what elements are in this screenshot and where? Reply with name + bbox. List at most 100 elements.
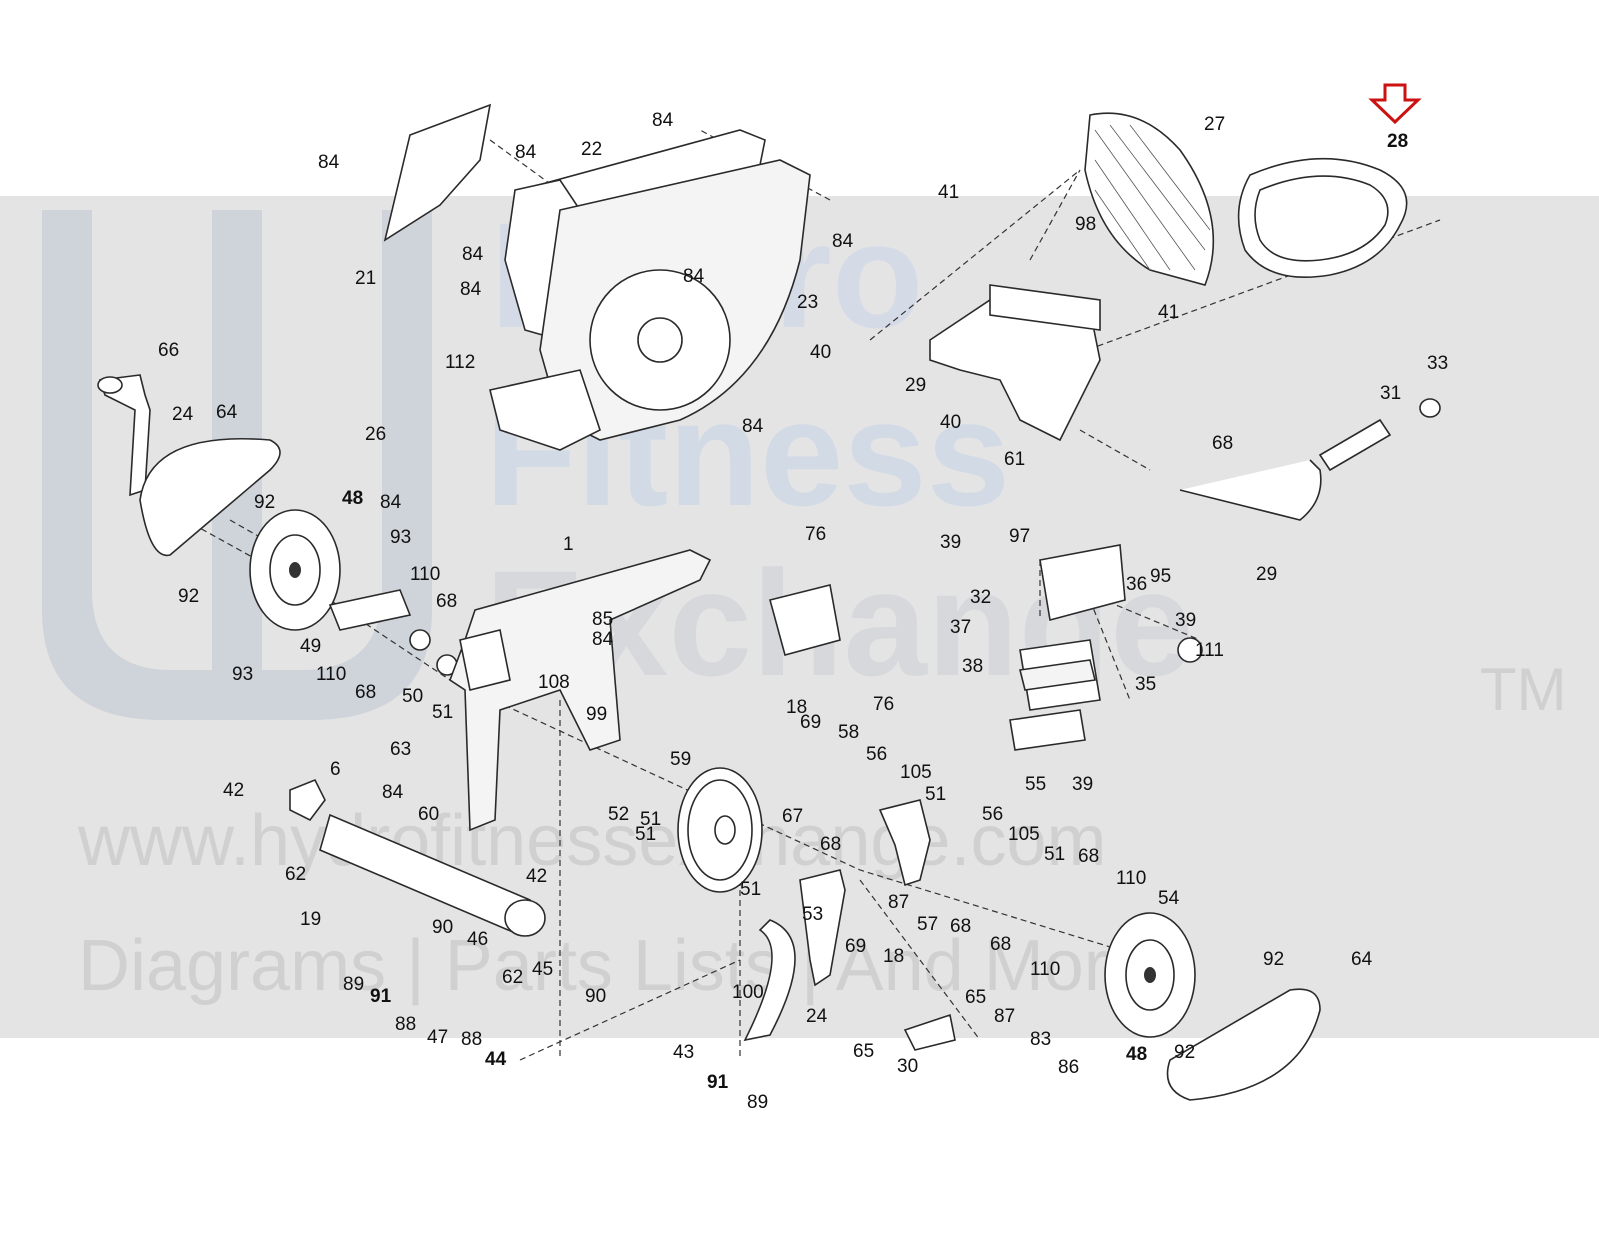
callout-64: 64 [216,402,238,423]
callout-91: 91 [707,1072,729,1093]
belt-64-left [139,437,281,557]
callout-21: 21 [355,268,376,289]
callout-59: 59 [670,749,691,770]
callout-92: 92 [178,586,199,607]
callout-87: 87 [888,892,909,913]
callout-48: 48 [342,488,363,509]
callout-49: 49 [300,636,321,657]
base-tube-6 [289,778,546,937]
callout-110: 110 [410,564,440,585]
callout-51: 51 [640,809,661,830]
callout-55: 55 [1025,774,1046,795]
callout-90: 90 [432,917,453,938]
callout-40: 40 [810,342,831,363]
callout-100: 100 [732,982,764,1003]
callout-29: 29 [1256,564,1277,585]
callout-84: 84 [832,231,854,252]
highlight-arrow-icon [1368,83,1422,125]
shroud-21 [383,103,492,242]
watermark-url: www.hydrofitnessexchange.com [78,801,1107,881]
callout-39: 39 [1175,610,1196,631]
callout-52: 52 [608,804,629,825]
callout-27: 27 [1204,114,1225,135]
seat-carriage-32 [1039,544,1126,621]
guard-100 [743,919,796,1042]
callout-32: 32 [970,587,991,608]
callout-31: 31 [1380,383,1401,404]
callout-88: 88 [461,1029,482,1050]
crank-arm-24-left [97,374,151,497]
callout-51: 51 [740,879,761,900]
callout-47: 47 [427,1027,448,1048]
callout-89: 89 [747,1092,768,1113]
callout-24: 24 [806,1006,828,1027]
seat-frame-29 [929,284,1101,442]
callout-93: 93 [390,527,411,548]
callout-50: 50 [402,686,423,707]
seat-track-35 [1019,639,1101,711]
callout-62: 62 [502,967,523,988]
callout-57: 57 [917,914,938,935]
callout-38: 38 [962,656,983,677]
callout-45: 45 [532,959,553,980]
callout-110: 110 [316,664,346,685]
callout-83: 83 [1030,1029,1051,1050]
seat-back-27 [1084,112,1215,286]
callout-92: 92 [254,492,275,513]
callout-92: 92 [1263,949,1284,970]
callout-84: 84 [462,244,484,265]
callout-53: 53 [802,904,823,925]
callout-34: 34 [0,0,22,5]
callout-26: 26 [365,424,386,445]
callout-29: 29 [905,375,926,396]
callout-18: 18 [786,697,807,718]
flywheel-48-right [1104,912,1196,1038]
callout-84: 84 [318,152,340,173]
callout-68: 68 [1212,433,1233,454]
callout-44: 44 [485,1049,507,1070]
callout-51: 51 [432,702,453,723]
handlebar-29 [1179,459,1322,521]
watermark-tagline: Diagrams | Parts Lists | And More [78,926,1148,1006]
callout-43: 43 [673,1042,694,1063]
frame-1 [449,549,841,832]
seat-cushion-28 [1237,157,1408,278]
callout-18: 18 [883,946,904,967]
callout-58: 58 [838,722,859,743]
callout-67: 67 [782,806,803,827]
callout-97: 97 [1009,526,1030,547]
callout-37: 37 [950,617,971,638]
callout-65: 65 [965,987,986,1008]
callout-88: 88 [395,1014,416,1035]
callout-76: 76 [805,524,826,545]
callout-68: 68 [436,591,457,612]
callout-108: 108 [538,672,570,693]
callout-66: 66 [158,340,179,361]
callout-23: 23 [797,292,818,313]
callout-87: 87 [994,1006,1015,1027]
knob-37 [1177,637,1203,663]
callout-84: 84 [742,416,764,437]
callout-99: 99 [586,704,607,725]
callout-51: 51 [925,784,946,805]
callout-46: 46 [467,929,488,950]
grip-31 [1318,398,1441,472]
callout-89: 89 [343,974,364,995]
callout-30: 30 [897,1056,918,1077]
callout-68: 68 [820,834,841,855]
crank-arm-24-right [799,869,956,1051]
callout-62: 62 [285,864,306,885]
callout-85: 85 [592,609,613,630]
callout-41: 41 [938,182,959,203]
callout-42: 42 [526,866,547,887]
callout-63: 63 [390,739,411,760]
callout-65: 65 [853,1041,874,1062]
callout-86: 86 [1058,1057,1079,1078]
callout-51: 51 [635,824,656,845]
callout-24: 24 [172,404,194,425]
callout-56: 56 [866,744,887,765]
callout-92: 92 [1174,1042,1195,1063]
